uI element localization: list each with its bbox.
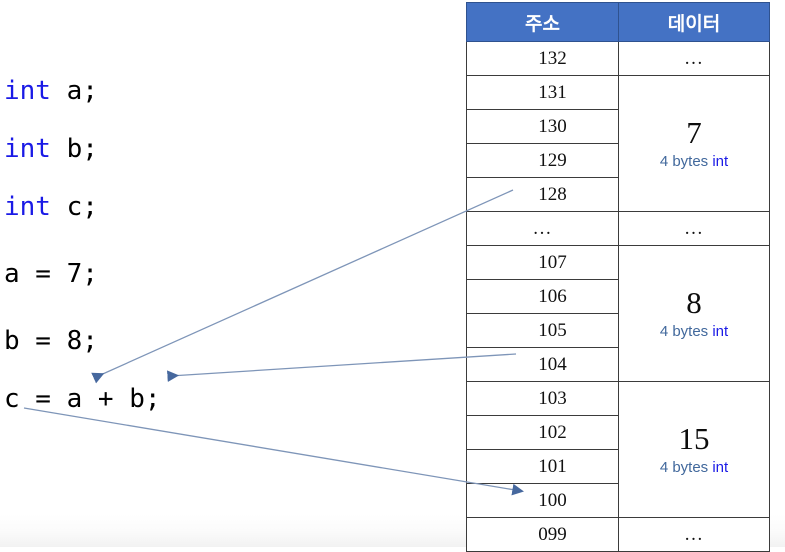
code-line-int-a: int a;	[0, 62, 440, 120]
address-cell-100: 100	[466, 483, 619, 518]
data-cell-dots-top: …	[618, 41, 770, 76]
address-cell-099: 099	[466, 517, 619, 552]
code-text-assign-b: b = 8;	[4, 326, 98, 356]
data-cell-dots-bottom: …	[618, 517, 770, 552]
address-cell-107: 107	[466, 245, 619, 280]
code-text-a: a;	[50, 76, 98, 106]
address-cell-105: 105	[466, 313, 619, 348]
value-size-7: 4 bytes	[659, 152, 713, 170]
value-size-8: 4 bytes	[659, 322, 713, 340]
data-cell-value-7: 7 4 bytes int	[618, 75, 770, 212]
table-row: 099 …	[466, 517, 770, 552]
value-number-15: 15	[678, 421, 710, 457]
address-cell-101: 101	[466, 449, 619, 484]
value-subtitle-8: 4 bytes int	[619, 323, 769, 340]
code-line-assign-a: a = 7;	[0, 236, 440, 312]
address-cell-106: 106	[466, 279, 619, 314]
value-size-15: 4 bytes	[659, 458, 713, 476]
keyword-int-2: int	[4, 134, 51, 164]
address-cell-128: 128	[466, 177, 619, 212]
keyword-int-1: int	[4, 76, 51, 106]
memory-table-header-row: 주소 데이터	[466, 2, 770, 42]
address-cell-103: 103	[466, 381, 619, 416]
data-cell-dots-middle: …	[618, 211, 770, 246]
table-row: 131 7 4 bytes int	[466, 75, 770, 212]
code-line-assign-c: c = a + b;	[0, 370, 440, 428]
value-number-8: 8	[686, 285, 702, 321]
code-text-c: c;	[50, 192, 98, 222]
code-text-assign-c: c = a + b;	[4, 384, 161, 414]
code-line-int-c: int c;	[0, 178, 440, 236]
address-cell-130: 130	[466, 109, 619, 144]
table-row: … …	[466, 211, 770, 246]
value-type-8: int	[712, 322, 729, 340]
code-line-assign-b: b = 8;	[0, 312, 440, 370]
address-cell-104: 104	[466, 347, 619, 382]
code-line-int-b: int b;	[0, 120, 440, 178]
address-cell-131: 131	[466, 75, 619, 110]
value-type-7: int	[712, 152, 729, 170]
value-type-15: int	[712, 458, 729, 476]
column-header-data: 데이터	[618, 2, 770, 42]
table-row: 130	[466, 109, 770, 144]
address-cell-129: 129	[466, 143, 619, 178]
code-text-b: b;	[50, 134, 98, 164]
keyword-int-3: int	[4, 192, 51, 222]
value-subtitle-7: 4 bytes int	[619, 153, 769, 170]
code-text-assign-a: a = 7;	[4, 259, 98, 289]
value-number-7: 7	[686, 115, 702, 151]
code-block: int a; int b; int c; a = 7; b = 8; c = a…	[0, 62, 440, 428]
address-cell-132: 132	[466, 41, 619, 76]
column-header-address: 주소	[466, 2, 619, 42]
table-row: 107 8 4 bytes int	[466, 245, 770, 382]
table-row: 103 15 4 bytes int	[466, 381, 770, 518]
memory-table: 주소 데이터 132 … 131 7 4 bytes int 130 129	[466, 2, 770, 552]
table-row: 132 …	[466, 41, 770, 76]
value-subtitle-15: 4 bytes int	[619, 459, 769, 476]
data-cell-value-8: 8 4 bytes int	[618, 245, 770, 382]
address-cell-102: 102	[466, 415, 619, 450]
data-cell-value-15: 15 4 bytes int	[618, 381, 770, 518]
address-cell-dots-middle: …	[466, 211, 619, 246]
